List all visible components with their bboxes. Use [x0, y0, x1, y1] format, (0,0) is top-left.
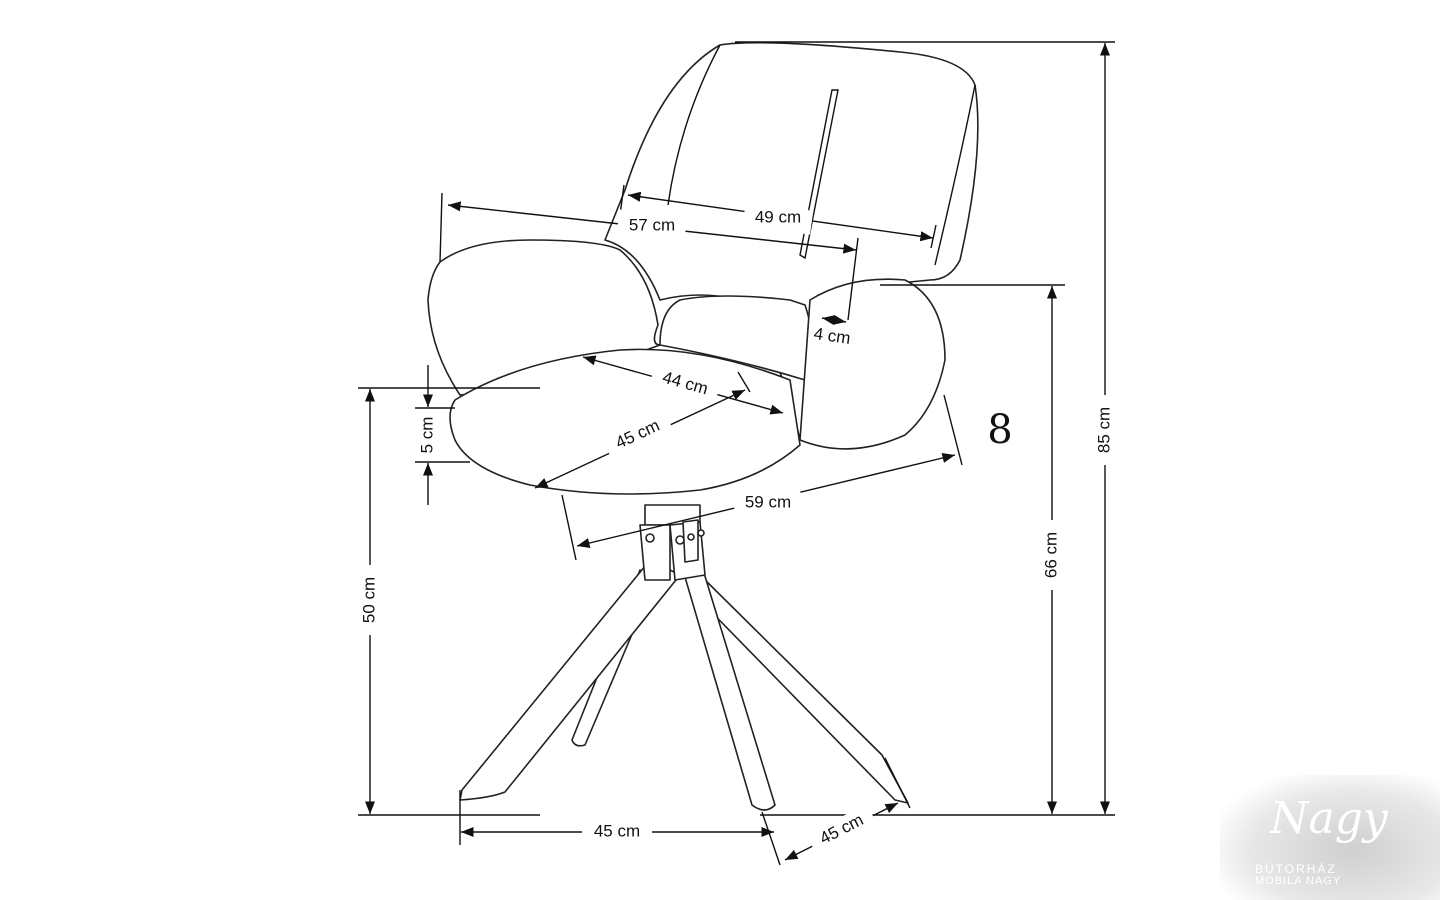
dimension-45-base-diagonal: 45 cm [784, 802, 899, 861]
dimension-45-base: 45 cm [461, 820, 774, 844]
chair-legs [459, 554, 909, 811]
nagy-logo: Nagy BÚTORHÁZ MOBILA NAGY [1220, 775, 1440, 900]
dimension-66: 66 cm [1041, 286, 1062, 814]
dimension-label-total-width: 57 cm [629, 215, 675, 234]
dimension-label-armrest-height: 66 cm [1041, 532, 1060, 578]
rotation-symbol: 8 [987, 407, 1012, 453]
dimension-49: 49 cm [627, 191, 934, 242]
backrest-seam [667, 44, 976, 266]
dimension-label-total-depth: 59 cm [745, 492, 791, 511]
dimension-85: 85 cm [1094, 43, 1115, 814]
dimension-label-armrest-thickness: 4 cm [813, 324, 852, 348]
logo-line1: BÚTORHÁZ [1255, 862, 1337, 876]
swivel-base [639, 504, 706, 581]
extension-lines [358, 41, 1115, 866]
dimension-label-seat-height: 50 cm [359, 577, 378, 623]
dimension-label-base-width: 45 cm [594, 821, 640, 840]
dimension-4: 4 cm [813, 314, 852, 348]
dimension-5: 5 cm [417, 365, 436, 505]
dimension-50: 50 cm [359, 389, 380, 814]
dimension-label-total-height: 85 cm [1094, 407, 1113, 453]
logo-line2: MOBILA NAGY [1255, 875, 1342, 887]
dimension-59: 59 cm [576, 453, 956, 548]
dimension-label-seat-thickness: 5 cm [417, 417, 436, 454]
dimension-label-backrest-width: 49 cm [755, 207, 801, 226]
right-armrest [799, 278, 946, 450]
logo-name: Nagy [1270, 793, 1388, 844]
